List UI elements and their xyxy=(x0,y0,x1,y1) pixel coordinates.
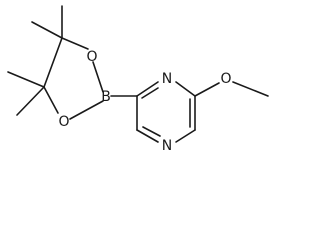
bond-ring-n1-c4 xyxy=(175,81,196,97)
bond-o-methyl xyxy=(232,81,269,97)
bond-ring-n2-c6-double xyxy=(142,126,161,137)
bond-c-c-ring xyxy=(43,37,63,88)
bond-methyl-upper-2 xyxy=(31,21,63,39)
bond-methyl-lower-1 xyxy=(7,71,45,88)
bond-methyl-lower-2 xyxy=(16,86,45,116)
structure-diagram: O B O N N O xyxy=(7,5,269,154)
atom-oxygen-lower: O xyxy=(58,114,69,130)
bond-ring-c2-c3 xyxy=(136,81,159,97)
atom-oxygen-upper: O xyxy=(86,49,97,65)
bond-ring-c2-c3-double xyxy=(141,87,159,99)
bond-b-o-lower xyxy=(69,100,104,120)
bond-ring-n2-c6 xyxy=(136,129,159,143)
bond-o-lower-c xyxy=(43,86,59,114)
bond-c4-o-methoxy xyxy=(194,82,220,97)
bond-o-upper-c xyxy=(61,37,89,50)
atom-nitrogen-upper: N xyxy=(162,71,172,87)
atom-nitrogen-lower: N xyxy=(162,138,172,154)
atom-oxygen-methoxy: O xyxy=(220,71,231,87)
atom-boron: B xyxy=(101,89,111,105)
bond-ring-c5-n2 xyxy=(175,129,196,143)
bond-b-o-upper xyxy=(92,61,104,93)
